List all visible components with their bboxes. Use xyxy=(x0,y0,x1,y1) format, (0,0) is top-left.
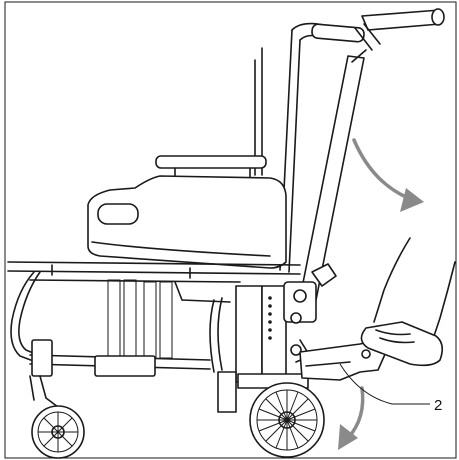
operator-leg xyxy=(360,237,456,367)
front-caster xyxy=(29,339,85,459)
figure-border xyxy=(4,1,457,459)
front-frame xyxy=(10,271,41,363)
tilt-lever xyxy=(299,49,367,301)
base-tube xyxy=(29,354,211,377)
cross-tubes xyxy=(107,279,231,359)
callout-2: 2 xyxy=(339,363,442,414)
rotation-arrow-wheel xyxy=(338,386,365,450)
rear-wheel xyxy=(249,382,325,458)
side-panel xyxy=(87,175,287,269)
brake-knob xyxy=(311,263,337,287)
panel-handle-slot xyxy=(97,203,139,225)
wheel-hub-bracket xyxy=(217,371,237,413)
callout-label: 2 xyxy=(434,397,442,414)
armrest xyxy=(155,155,267,179)
shoe xyxy=(360,321,444,367)
seat-rails xyxy=(7,261,301,283)
rotation-arrow-handle xyxy=(352,138,424,212)
rear-mechanism xyxy=(209,263,337,413)
push-handle xyxy=(291,8,445,51)
base-bracket xyxy=(94,355,156,377)
